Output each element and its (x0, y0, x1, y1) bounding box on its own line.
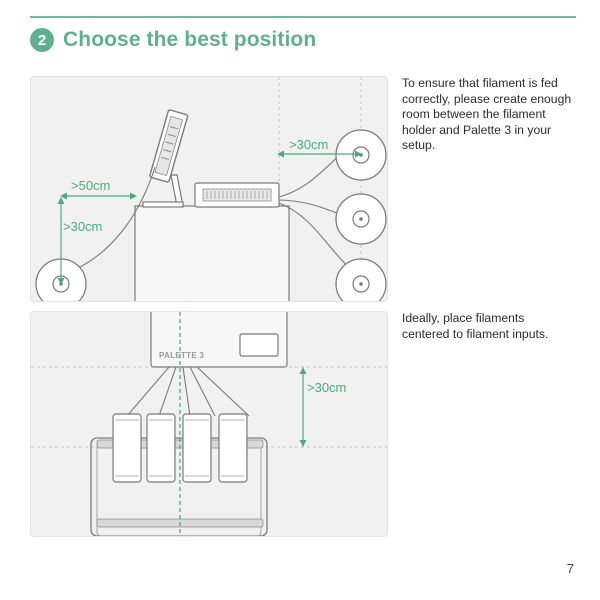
dimension-label-side: >50cm (71, 178, 110, 193)
spool-2 (146, 413, 176, 483)
setup-diagram: >30cm >50cm >30cm (35, 77, 387, 301)
setup-note: To ensure that filament is fed correctly… (402, 76, 572, 152)
palette-screen (239, 333, 279, 357)
tablet-stand (170, 174, 184, 207)
palette-vent (202, 188, 272, 202)
centering-note: Ideally, place filaments centered to fil… (402, 311, 549, 341)
palette-device-label: PALETTE 3 (159, 351, 204, 360)
spool-1 (112, 413, 142, 483)
spool-right-middle (335, 193, 387, 245)
spool-right-bottom (335, 258, 387, 301)
palette-vent-lines (206, 191, 268, 199)
spool-3 (182, 413, 212, 483)
step-number-badge: 2 (30, 28, 54, 52)
page-title: Choose the best position (63, 28, 317, 51)
section-heading: 2 Choose the best position (30, 28, 316, 52)
dimension-arrows (57, 150, 362, 285)
dimension-label-height: >30cm (63, 219, 102, 234)
filament-holder-illustration: PALETTE 3 (30, 311, 388, 537)
spool-right-top (335, 129, 387, 181)
filament-lines (126, 366, 250, 417)
dimension-arrow (299, 367, 307, 447)
top-rule (30, 16, 576, 18)
table (134, 205, 290, 301)
filament-holder-diagram: PALETTE 3 (31, 312, 387, 536)
printer-tablet (149, 109, 189, 183)
setup-illustration: >30cm >50cm >30cm (30, 76, 388, 302)
dimension-label-height: >30cm (307, 380, 346, 395)
holder-frame (90, 437, 268, 536)
spool-4 (218, 413, 248, 483)
dimension-label-top: >30cm (289, 137, 328, 152)
page-number: 7 (566, 561, 574, 576)
tablet-base (142, 201, 184, 208)
